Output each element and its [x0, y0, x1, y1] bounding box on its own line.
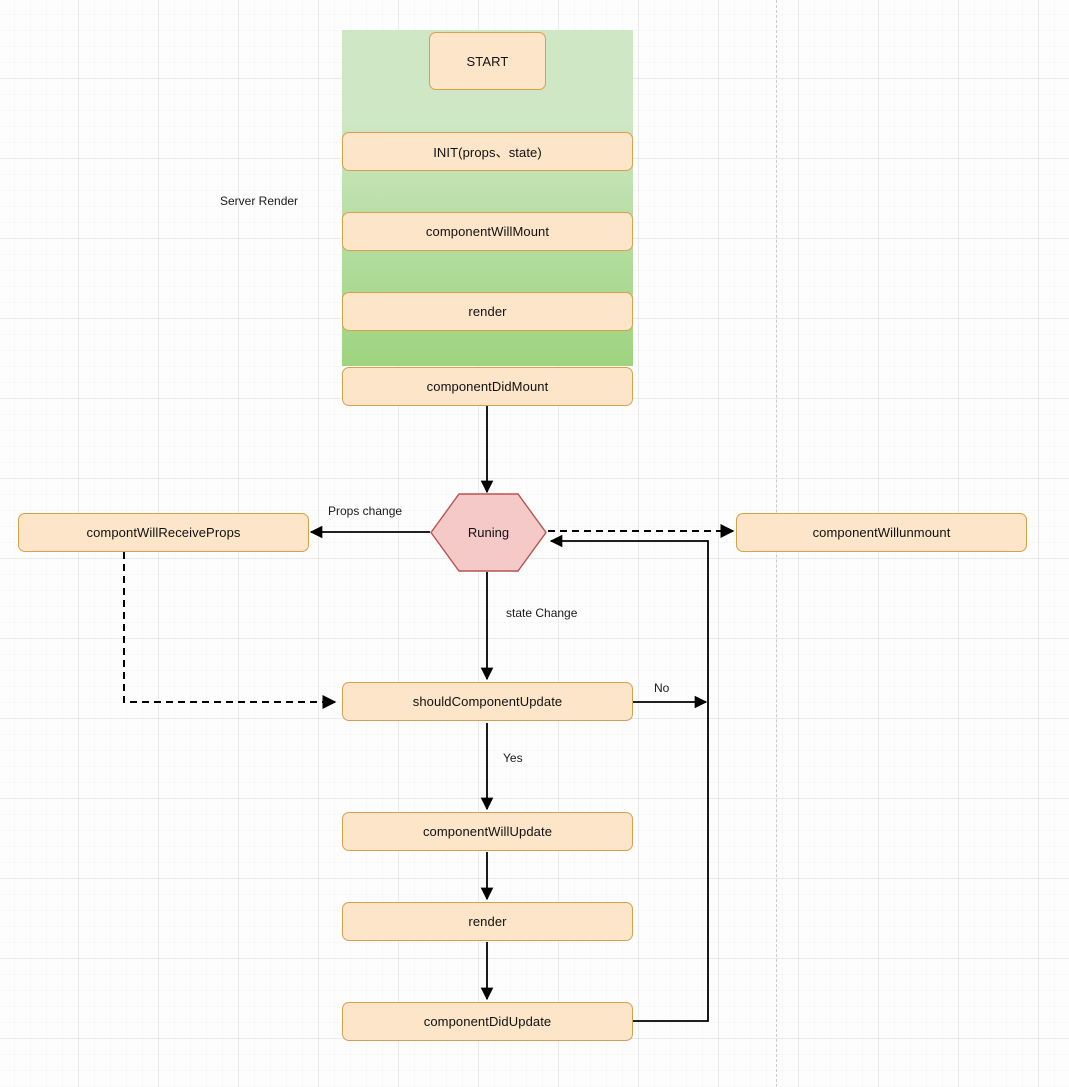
node-component-did-mount[interactable]: componentDidMount	[342, 367, 633, 406]
node-init-label: INIT(props、state)	[433, 145, 542, 160]
node-render-update-label: render	[468, 914, 507, 929]
node-running[interactable]: Runing	[430, 493, 547, 572]
node-render-mount[interactable]: render	[342, 292, 633, 331]
edge-label-state-change: state Change	[506, 606, 578, 620]
node-component-did-update[interactable]: componentDidUpdate	[342, 1002, 633, 1041]
node-should-component-update-label: shouldComponentUpdate	[412, 694, 563, 709]
node-compont-will-receive-props-label: compontWillReceiveProps	[86, 525, 241, 540]
node-component-will-mount[interactable]: componentWillMount	[342, 212, 633, 251]
edge-will-receive-props-to-should-update	[123, 552, 337, 709]
edge-label-props-change: Props change	[328, 504, 403, 518]
node-render-mount-label: render	[468, 304, 507, 319]
node-start-label: START	[466, 53, 509, 69]
node-component-will-unmount-label: componentWillunmount	[812, 525, 951, 540]
node-running-label: Runing	[467, 525, 510, 540]
node-start[interactable]: START	[429, 32, 546, 90]
node-component-will-mount-label: componentWillMount	[425, 224, 550, 239]
node-component-will-update[interactable]: componentWillUpdate	[342, 812, 633, 851]
edge-did-update-to-running	[549, 534, 709, 1022]
node-component-did-update-label: componentDidUpdate	[423, 1014, 552, 1029]
node-render-update[interactable]: render	[342, 902, 633, 941]
edge-label-no: No	[654, 681, 670, 695]
edge-label-yes: Yes	[503, 751, 523, 765]
node-compont-will-receive-props[interactable]: compontWillReceiveProps	[18, 513, 309, 552]
node-component-will-unmount[interactable]: componentWillunmount	[736, 513, 1027, 552]
node-init[interactable]: INIT(props、state)	[342, 132, 633, 171]
node-should-component-update[interactable]: shouldComponentUpdate	[342, 682, 633, 721]
server-render-label: Server Render	[220, 194, 299, 208]
hexagon-shape	[430, 493, 547, 572]
node-component-did-mount-label: componentDidMount	[426, 379, 549, 394]
node-component-will-update-label: componentWillUpdate	[422, 824, 553, 839]
